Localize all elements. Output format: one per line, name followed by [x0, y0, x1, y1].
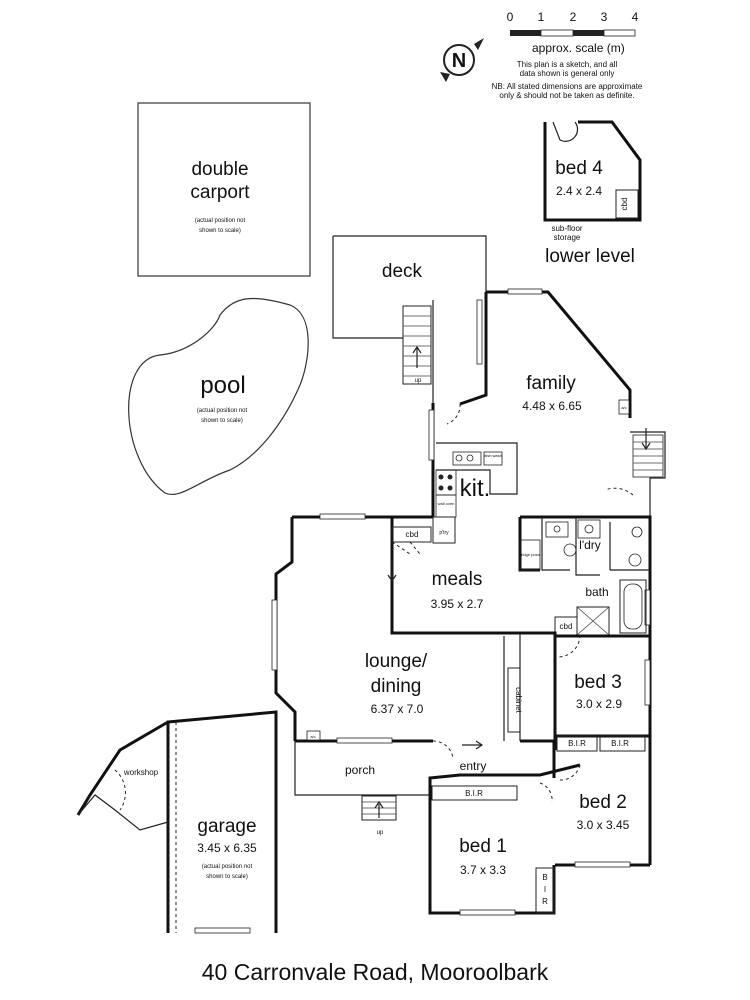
- lounge-aircon: a/c: [310, 734, 315, 739]
- scale-segment: [603, 29, 636, 37]
- workshop-label: workshop: [123, 768, 159, 777]
- property-address: 40 Carronvale Road, Mooroolbark: [202, 959, 549, 985]
- garage-note: (actual position not: [202, 864, 253, 870]
- garage-label: garage: [197, 816, 256, 837]
- scale-note: only & should not be taken as definite.: [499, 91, 634, 100]
- deck-stairs-up: up: [415, 378, 422, 384]
- scale-tick-2: 2: [570, 10, 577, 24]
- lower-level-label: lower level: [545, 246, 635, 267]
- carport-label: double: [191, 159, 248, 180]
- lounge-dimensions: 6.37 x 7.0: [371, 702, 424, 716]
- scale-tick-1: 1: [538, 10, 545, 24]
- family-aircon: a/c: [621, 405, 626, 410]
- bed1-robe-i: I: [544, 885, 546, 894]
- toilet-icon: [563, 543, 577, 557]
- carport-note: (actual position not: [195, 218, 246, 224]
- bed4-dimensions: 2.4 x 2.4: [556, 184, 602, 198]
- windows: [194, 288, 651, 934]
- entry-label: entry: [460, 759, 487, 773]
- cooktop-icon: [435, 469, 457, 496]
- scale-tick-4: 4: [632, 10, 639, 24]
- scale-segment: [540, 29, 574, 37]
- scale-label: approx. scale (m): [532, 41, 625, 55]
- wall-oven-label: wall oven: [438, 501, 455, 506]
- bath-cupboard: cbd: [560, 622, 573, 631]
- kitchen: dish wash wall oven kit. p'try: [432, 442, 518, 544]
- pool: pool (actual position not shown to scale…: [128, 297, 309, 495]
- bathtub-icon: [619, 579, 647, 634]
- carport-note: shown to scale): [199, 228, 241, 234]
- subfloor-label: sub-floor: [551, 224, 582, 233]
- bed-1: B.I.R B I R bed 1 3.7 x 3.3: [431, 782, 555, 914]
- meals-dimensions: 3.95 x 2.7: [431, 597, 484, 611]
- dishwasher-label: dish wash: [484, 453, 502, 458]
- bed-2: bed 2 3.0 x 3.45: [559, 764, 630, 832]
- garage-dimensions: 3.45 x 6.35: [197, 841, 257, 855]
- pantry-label: p'try: [439, 530, 449, 536]
- porch-entry: entry porch up: [345, 740, 487, 836]
- bed4-label: bed 4: [555, 158, 603, 179]
- bed1-label: bed 1: [459, 836, 507, 857]
- bed-3: B.I.R B.I.R bed 3 3.0 x 2.9: [555, 672, 650, 752]
- bed3-robe: B.I.R: [568, 739, 586, 748]
- bed-4: cbd bed 4 2.4 x 2.4 sub-floor storage lo…: [543, 120, 642, 267]
- cabinet-label: cabinet: [514, 687, 523, 714]
- pool-note: shown to scale): [201, 418, 243, 424]
- scale-note: data shown is general only: [520, 69, 615, 78]
- bed2-dimensions: 3.0 x 3.45: [577, 818, 630, 832]
- bed3-dimensions: 3.0 x 2.9: [576, 697, 622, 711]
- toilet-icon: [628, 553, 642, 567]
- deck: up deck: [332, 235, 487, 403]
- bed2-robe-top: B.I.R: [611, 739, 629, 748]
- scale-segment: [510, 30, 541, 36]
- scale-note: This plan is a sketch, and all: [517, 60, 618, 69]
- bed2-label: bed 2: [579, 792, 627, 813]
- bed1-robe-b: B: [542, 873, 547, 882]
- garage: workshop garage 3.45 x 6.35 (actual posi…: [76, 710, 278, 933]
- compass-icon: N: [440, 38, 484, 82]
- fridge-position: fridge posn: [520, 552, 540, 557]
- scale-bar: 0 1 2 3 4 approx. scale (m) This plan is…: [492, 10, 643, 100]
- lounge-label: lounge/: [365, 651, 428, 672]
- porch-stairs-up: up: [377, 830, 384, 836]
- laundry-label: l'dry: [579, 538, 601, 552]
- bath-label: bath: [585, 585, 608, 599]
- laundry-bath: fridge posn l'dry bath cbd: [518, 517, 650, 750]
- kitchen-label: kit.: [460, 475, 491, 502]
- pool-note: (actual position not: [197, 408, 248, 414]
- lounge-label: dining: [371, 676, 422, 697]
- porch-label: porch: [345, 763, 375, 777]
- meals-label: meals: [432, 569, 483, 590]
- bed1-robe-r: R: [542, 897, 548, 906]
- pool-label: pool: [200, 372, 245, 399]
- bed4-cupboard: cbd: [620, 198, 629, 211]
- bed1-robe: B.I.R: [465, 789, 483, 798]
- carport-label: carport: [190, 182, 250, 203]
- scale-note: NB: All stated dimensions are approximat…: [492, 82, 643, 91]
- bed1-dimensions: 3.7 x 3.3: [460, 863, 506, 877]
- family-room: a/c family 4.48 x 6.65: [446, 373, 634, 496]
- meals-cupboard: cbd: [406, 530, 419, 539]
- subfloor-label: storage: [554, 233, 581, 242]
- scale-tick-0: 0: [507, 10, 514, 24]
- lounge-dining: cabinet a/c lounge/ dining 6.37 x 7.0: [306, 633, 523, 741]
- bed3-label: bed 3: [574, 672, 622, 693]
- compass-north: N: [452, 50, 466, 72]
- family-label: family: [526, 373, 576, 394]
- scale-segment: [573, 30, 604, 36]
- sink-icon: [452, 451, 482, 466]
- garage-note: shown to scale): [206, 874, 248, 880]
- scale-tick-3: 3: [601, 10, 608, 24]
- meals-room: cbd meals 3.95 x 2.7: [387, 517, 520, 635]
- deck-label: deck: [382, 261, 423, 282]
- carport: double carport (actual position not show…: [137, 102, 311, 277]
- family-dimensions: 4.48 x 6.65: [522, 399, 582, 413]
